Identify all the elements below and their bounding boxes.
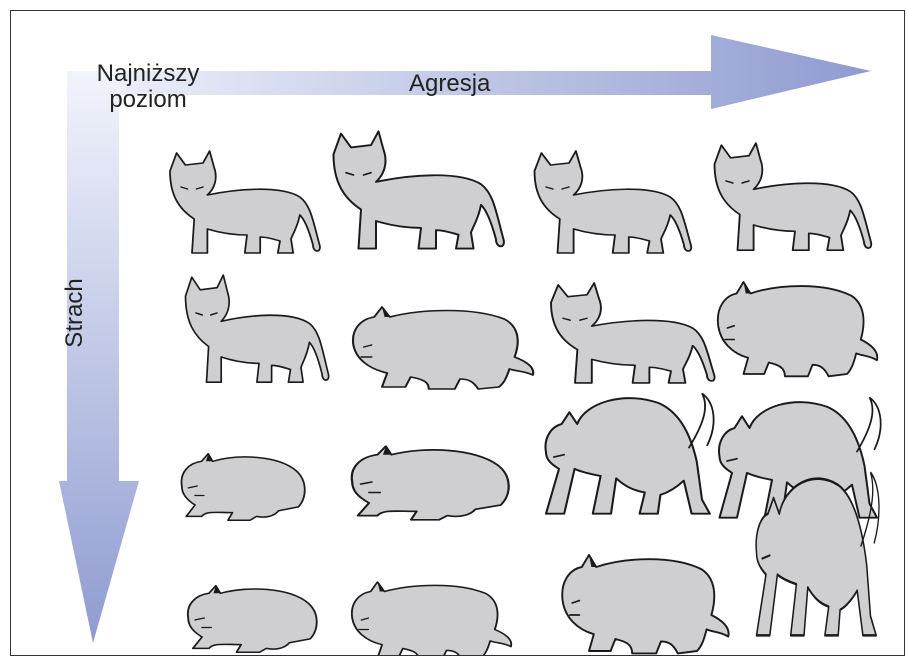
cat-r1c1 — [170, 151, 320, 253]
lowest-level-label: Najniższy poziom — [83, 61, 213, 114]
fear-arrow — [59, 71, 139, 643]
cat-grid — [170, 131, 881, 656]
cat-r2c1 — [186, 275, 329, 382]
diagram-frame: Najniższy poziom Agresja Strach — [10, 10, 905, 656]
cat-r3c2 — [352, 446, 509, 520]
cat-r2c4 — [718, 282, 877, 376]
cat-r1c4 — [715, 143, 872, 250]
lowest-level-text: Najniższy poziom — [97, 60, 200, 113]
cat-r4c2 — [352, 582, 511, 656]
cat-r3c3 — [545, 393, 713, 513]
cat-r2c2 — [353, 307, 533, 389]
cat-r4c3 — [562, 555, 728, 653]
cat-r4c1 — [188, 586, 317, 653]
cat-r1c3 — [535, 151, 692, 253]
aggression-axis-label: Agresja — [409, 71, 490, 97]
cat-r2c3 — [551, 283, 715, 383]
cat-r1c2 — [334, 131, 504, 248]
cat-r3c1 — [181, 454, 304, 521]
fear-axis-label: Strach — [62, 278, 88, 347]
